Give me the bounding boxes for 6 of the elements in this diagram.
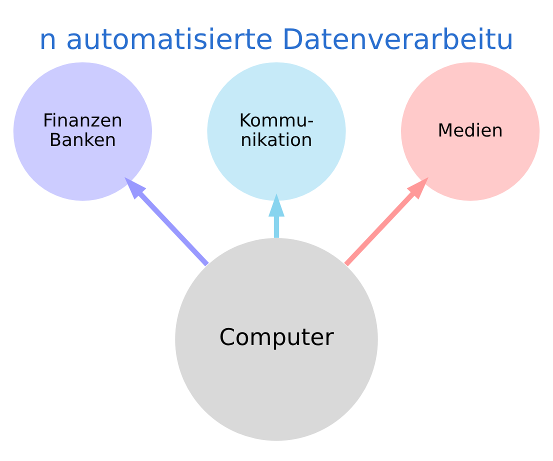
node-circle: Computer xyxy=(175,238,378,440)
arrow xyxy=(124,176,209,266)
arrow xyxy=(344,176,429,266)
diagram-title: n automatisierte Datenverarbeitu xyxy=(39,22,514,56)
node-circle: Kommu- nikation xyxy=(207,62,346,200)
arrow xyxy=(268,192,285,238)
